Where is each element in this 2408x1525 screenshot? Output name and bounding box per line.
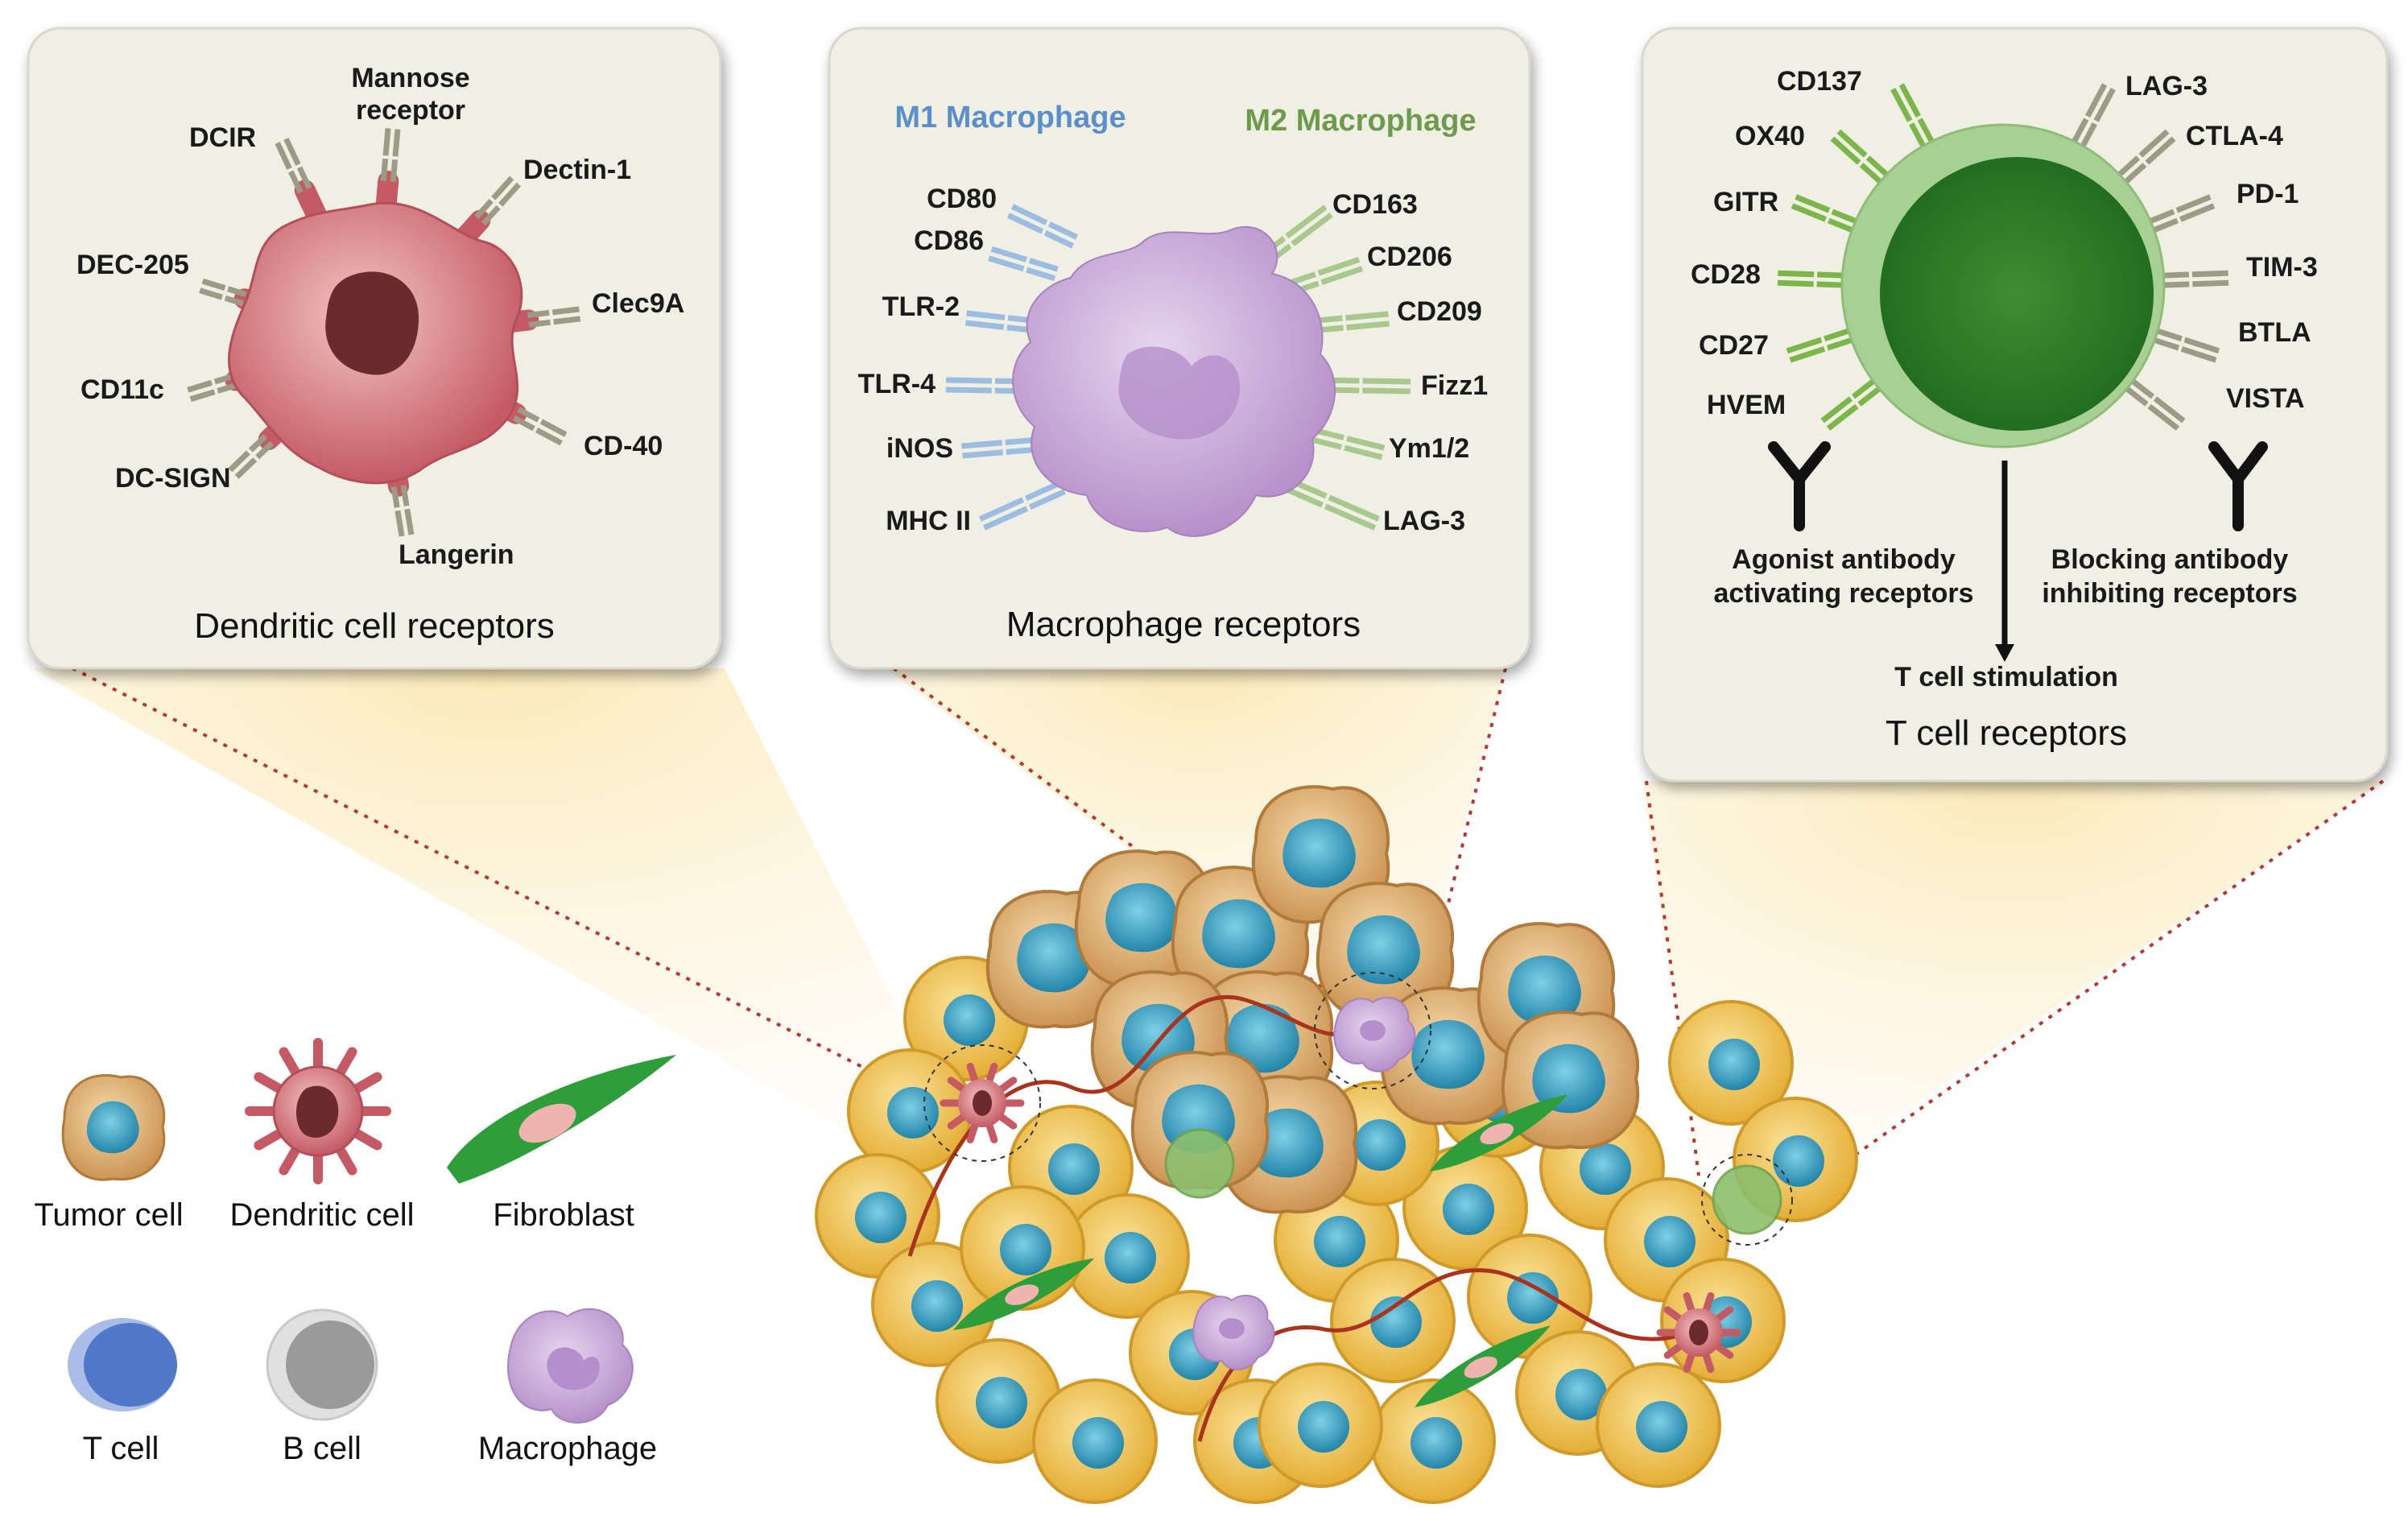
t-cell (1713, 1166, 1781, 1234)
label-dcir: DCIR (189, 122, 256, 153)
label-cd-40: CD-40 (584, 431, 663, 461)
cell-nucleus (1048, 1143, 1100, 1195)
cell-nucleus (1105, 1232, 1156, 1283)
cell-nucleus (911, 1280, 963, 1332)
legend-macrophage: Macrophage (478, 1431, 657, 1466)
label-fizz1: Fizz1 (1421, 370, 1488, 401)
label-ctla-4: CTLA-4 (2186, 121, 2283, 151)
label-cd86: CD86 (914, 225, 984, 256)
blocking-text-1: Blocking antibody (2051, 544, 2289, 575)
agonist-text-2: activating receptors (1713, 578, 1973, 609)
label-tim-3: TIM-3 (2246, 252, 2318, 283)
m1-title: M1 Macrophage (894, 101, 1126, 134)
legend-tumor-cell-icon (63, 1076, 164, 1180)
label-tlr-4: TLR-4 (858, 369, 936, 399)
cell-nucleus (1072, 1417, 1124, 1469)
label-cd28: CD28 (1691, 259, 1761, 290)
tcell-nucleus (1880, 157, 2154, 431)
cell-nucleus (1773, 1135, 1824, 1187)
tcell-panel: CD137 OX40 GITR CD28 CD27 HVEM LAG-3 CTL… (1642, 28, 2387, 781)
label-vista: VISTA (2226, 383, 2305, 414)
legend-b-cell-icon (267, 1310, 377, 1420)
label-cd11c: CD11c (81, 374, 164, 405)
m2-title: M2 Macrophage (1245, 104, 1476, 138)
cell-nucleus (887, 1087, 939, 1139)
legend-t-cell: T cell (83, 1431, 159, 1466)
label-btla: BTLA (2238, 317, 2311, 348)
label-dec-205: DEC-205 (76, 250, 189, 280)
label-mannose-receptor: receptor (356, 95, 465, 126)
legend-b-cell: B cell (283, 1431, 361, 1466)
label-cd163: CD163 (1332, 189, 1418, 220)
label-tlr-2: TLR-2 (882, 291, 960, 322)
legend-macrophage-icon (508, 1309, 633, 1423)
label-cd137: CD137 (1777, 66, 1862, 97)
cell-nucleus (1354, 1119, 1406, 1171)
label-cd80: CD80 (927, 184, 997, 214)
label-cd206: CD206 (1367, 242, 1452, 272)
macrophage-panel-title: Macrophage receptors (1006, 605, 1361, 644)
cell-nucleus (1411, 1417, 1462, 1469)
label-lag-3: LAG-3 (2125, 71, 2208, 101)
legend-dendritic-cell-icon (250, 1043, 386, 1180)
label-cd27: CD27 (1699, 330, 1769, 361)
label-gitr: GITR (1713, 187, 1778, 217)
legend-tumor-cell: Tumor cell (34, 1197, 183, 1233)
label-hvem: HVEM (1707, 390, 1786, 420)
dendritic-nucleus (325, 271, 419, 374)
label-dectin-1: Dectin-1 (523, 155, 631, 185)
blocking-text-2: inhibiting receptors (2042, 578, 2297, 609)
dendritic-panel: DCIR Mannose receptor Dectin-1 DEC-205 C… (28, 28, 721, 668)
agonist-text-1: Agonist antibody (1732, 544, 1956, 575)
label-inos: iNOS (886, 433, 953, 464)
label-ym1-2: Ym1/2 (1389, 433, 1469, 464)
cell-nucleus (1708, 1039, 1760, 1090)
macrophage-panel: M1 Macrophage M2 Macrophage CD80 CD86 TL… (829, 28, 1530, 668)
t-cell (1166, 1130, 1233, 1197)
legend-fibroblast-icon (447, 1055, 676, 1184)
cell-nucleus (1314, 1216, 1365, 1267)
cell-nucleus (1000, 1224, 1051, 1275)
macrophage (1193, 1296, 1274, 1370)
label-pd-1: PD-1 (2237, 179, 2299, 209)
tcell-panel-title: T cell receptors (1886, 713, 2127, 753)
label-mannose: Mannose (351, 63, 469, 93)
cell-nucleus (976, 1377, 1027, 1428)
cell-nucleus (1298, 1401, 1349, 1453)
label-clec9a: Clec9A (592, 288, 684, 319)
cell-nucleus (944, 994, 995, 1046)
beam-dendritic (32, 668, 950, 1143)
legend: Tumor cell Dendritic cell Fibroblast T c… (34, 1043, 676, 1466)
legend-fibroblast: Fibroblast (493, 1197, 634, 1233)
legend-dendritic-cell: Dendritic cell (230, 1197, 415, 1233)
label-mhc-ii: MHC II (886, 506, 971, 536)
label-ox40: OX40 (1735, 121, 1805, 151)
cell-nucleus (1644, 1216, 1696, 1267)
cell-nucleus (1580, 1143, 1631, 1195)
cell-nucleus (1443, 1184, 1494, 1235)
legend-t-cell-icon (68, 1318, 177, 1411)
label-langerin: Langerin (399, 539, 514, 570)
label-lag-3-m2: LAG-3 (1383, 506, 1465, 536)
label-cd209: CD209 (1397, 296, 1482, 327)
stimulation-text: T cell stimulation (1894, 662, 2118, 692)
dendritic-panel-title: Dendritic cell receptors (194, 606, 555, 646)
cell-nucleus (855, 1192, 907, 1243)
label-dc-sign: DC-SIGN (115, 463, 231, 494)
cell-nucleus (1636, 1401, 1687, 1453)
